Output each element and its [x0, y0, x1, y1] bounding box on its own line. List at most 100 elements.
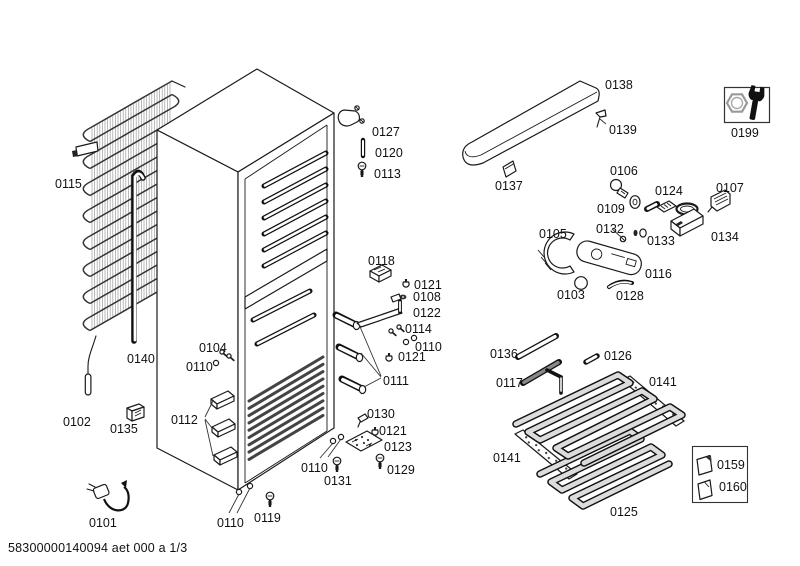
- tube-0117: [520, 359, 562, 386]
- part-label-0115: 0115: [55, 177, 82, 191]
- part-label-0128: 0128: [616, 289, 644, 303]
- part-label-0110: 0110: [415, 340, 442, 354]
- part-label-0141-2: 0141: [493, 451, 521, 465]
- part-label-0108: 0108: [413, 290, 441, 304]
- pin-0110: [235, 488, 243, 496]
- connector-0135: [126, 403, 145, 422]
- screw-0131: [332, 456, 342, 474]
- plate-0123: [345, 430, 383, 452]
- part-label-0116: 0116: [645, 267, 672, 281]
- part-label-0131: 0131: [324, 474, 352, 488]
- screw-0119: [265, 491, 275, 509]
- screw-0129: [375, 453, 385, 471]
- leader-lines: [204, 118, 622, 514]
- part-label-0159: 0159: [717, 458, 745, 472]
- compartment-divider: [244, 248, 328, 310]
- part-label-0103: 0103: [557, 288, 585, 302]
- cover-0107: [707, 189, 731, 213]
- knob-0103: [574, 276, 588, 290]
- part-label-0104: 0104: [199, 341, 227, 355]
- part-label-0160: 0160: [719, 480, 747, 494]
- part-label-0127: 0127: [372, 125, 400, 139]
- part-label-0109: 0109: [597, 202, 625, 216]
- part-label-0110-3: 0110: [301, 461, 328, 475]
- shelf-rails: [250, 150, 329, 347]
- part-label-0134: 0134: [711, 230, 739, 244]
- shelf-pin-0111: [342, 379, 366, 394]
- part-label-0136: 0136: [490, 347, 518, 361]
- lamp-cover-0105: [537, 231, 575, 275]
- grommet-0110: [402, 338, 410, 346]
- grommet-0110: [212, 359, 220, 367]
- cabinet-left-face: [156, 129, 239, 491]
- rating-plate-icon-0160: [697, 479, 713, 501]
- part-label-0113: 0113: [374, 167, 401, 181]
- rating-plate-icon-0159: [696, 454, 713, 476]
- grommet-0109: [629, 195, 641, 209]
- part-label-0107: 0107: [716, 181, 744, 195]
- bulb-0106: [609, 178, 629, 199]
- handle-clip-0137: [502, 160, 517, 178]
- part-label-0132: 0132: [596, 222, 624, 236]
- pin-0110: [337, 433, 345, 441]
- pin-0110: [329, 437, 337, 445]
- part-label-0125: 0125: [610, 505, 638, 519]
- part-label-0106: 0106: [610, 164, 638, 178]
- shelf-pin-0111: [339, 347, 363, 362]
- evaporator-coil-0125: [512, 368, 686, 510]
- part-label-0123: 0123: [384, 440, 412, 454]
- part-label-0120: 0120: [375, 146, 403, 160]
- part-label-0122: 0122: [413, 306, 441, 320]
- heat-loop-tube-0140: [131, 169, 146, 344]
- freezer-floor-ribs: [247, 355, 325, 461]
- part-label-0110-4: 0110: [217, 516, 244, 530]
- screw-0132: [619, 235, 627, 243]
- part-label-0121-3: 0121: [379, 424, 407, 438]
- door-handle-0138: [462, 80, 600, 166]
- part-label-0139: 0139: [609, 123, 637, 137]
- tube-0128: [607, 279, 634, 289]
- document-number: 58300000140094 aet 000 a 1/3: [8, 541, 188, 555]
- condenser-tab-end: [72, 150, 78, 157]
- part-label-0102: 0102: [63, 415, 91, 429]
- part-label-0137: 0137: [495, 179, 523, 193]
- capillary-tube-0102: [84, 335, 97, 396]
- nut-icon: [725, 93, 749, 113]
- part-label-0199: 0199: [731, 126, 759, 140]
- lamp-housing-0116: [576, 240, 642, 276]
- service-tool-box-0199: [723, 85, 771, 124]
- screw-0114: [396, 324, 405, 333]
- bracket-0122: [356, 293, 403, 328]
- part-label-0121-2: 0121: [398, 350, 426, 364]
- part-label-0111: 0111: [383, 374, 409, 388]
- bushing-0133: [633, 228, 647, 238]
- part-label-0129: 0129: [387, 463, 415, 477]
- part-label-0110-2: 0110: [186, 360, 213, 374]
- part-label-0105: 0105: [539, 227, 567, 241]
- part-label-0112: 0112: [171, 413, 198, 427]
- bracket-0118: [369, 264, 392, 283]
- hinge-bracket-0127: [337, 105, 365, 127]
- tube-0126: [583, 353, 600, 365]
- part-label-0101: 0101: [89, 516, 117, 530]
- part-label-0130: 0130: [367, 407, 395, 421]
- wrench-icon: [748, 85, 765, 120]
- part-label-0138: 0138: [605, 78, 633, 92]
- clip-0130: [357, 413, 369, 428]
- shelf-pin-0111: [336, 315, 360, 330]
- cap-0121: [384, 351, 394, 363]
- part-label-0140: 0140: [127, 352, 155, 366]
- part-label-0119: 0119: [254, 511, 281, 525]
- part-label-0133: 0133: [647, 234, 675, 248]
- cap-0121: [401, 277, 411, 289]
- tube-0136: [515, 333, 559, 360]
- part-label-0124: 0124: [655, 184, 683, 198]
- part-label-0114: 0114: [405, 322, 432, 336]
- part-label-0126: 0126: [604, 349, 632, 363]
- handle-clip-0139: [595, 109, 607, 128]
- power-cord-0101: [86, 480, 130, 512]
- part-label-0121: 0121: [414, 278, 442, 292]
- pin-0110: [246, 482, 254, 490]
